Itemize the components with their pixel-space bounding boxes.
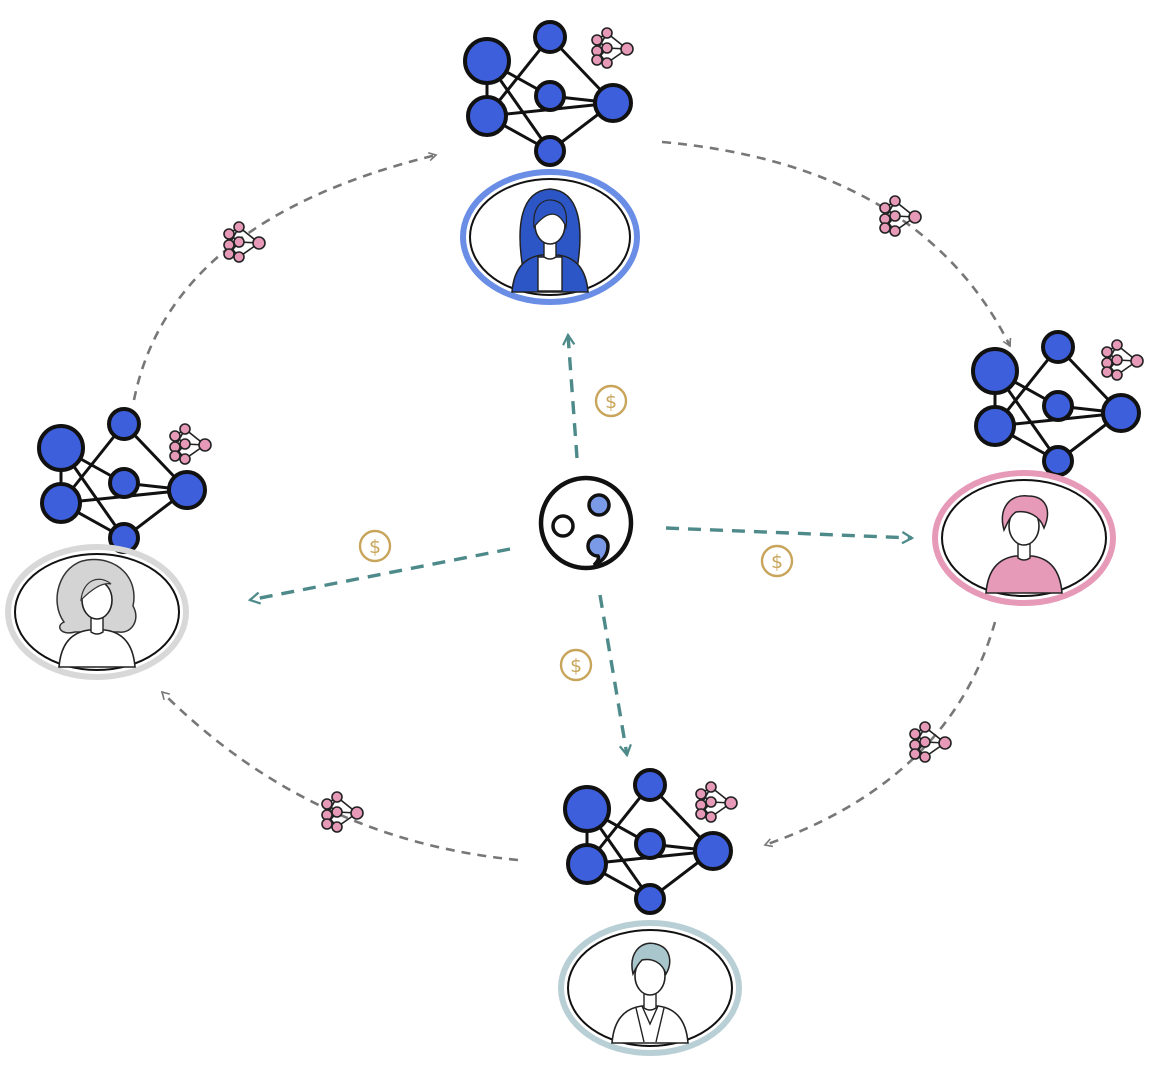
coin-icon: $ [594, 384, 628, 418]
neural-networks [37, 20, 1141, 915]
small-model-icon [1101, 339, 1144, 381]
payment-arrow [665, 526, 915, 545]
coin-symbol: $ [771, 551, 783, 573]
payment-arrow [247, 547, 511, 605]
coin-symbol: $ [369, 536, 381, 558]
coin-icon: $ [559, 648, 593, 682]
neural-network-icon [37, 407, 207, 554]
woman-curly-hair-icon [5, 544, 189, 680]
payment-arrows [247, 332, 915, 758]
neural-network-icon [463, 20, 633, 167]
model-pass-arrow [661, 140, 1012, 348]
woman-long-hair-icon [460, 169, 640, 305]
neural-network-icon [971, 330, 1141, 477]
man-short-hair-icon [932, 470, 1116, 606]
small-model-icon [223, 221, 266, 263]
small-model-icon [695, 781, 738, 823]
model-pass-arrow [132, 152, 438, 401]
coin-icons: $ $ $ $ [358, 384, 794, 682]
payment-arrow [598, 594, 632, 758]
small-model-icon [591, 27, 634, 69]
payment-arrow [562, 332, 579, 459]
model-pass-arrow [160, 690, 519, 862]
small-model-icon [879, 195, 922, 237]
neural-network-icon [563, 768, 733, 915]
coin-icon: $ [760, 544, 794, 578]
central-server-icon [538, 475, 634, 571]
model-pass-arrow [763, 621, 997, 848]
small-model-icons [169, 27, 1144, 833]
coin-symbol: $ [605, 391, 617, 413]
small-model-icon [321, 791, 364, 833]
small-model-icon [909, 721, 952, 763]
participants [5, 169, 1116, 1056]
coin-symbol: $ [570, 655, 582, 677]
man-suit-icon [558, 920, 742, 1056]
small-model-icon [169, 423, 212, 465]
coin-icon: $ [358, 529, 392, 563]
